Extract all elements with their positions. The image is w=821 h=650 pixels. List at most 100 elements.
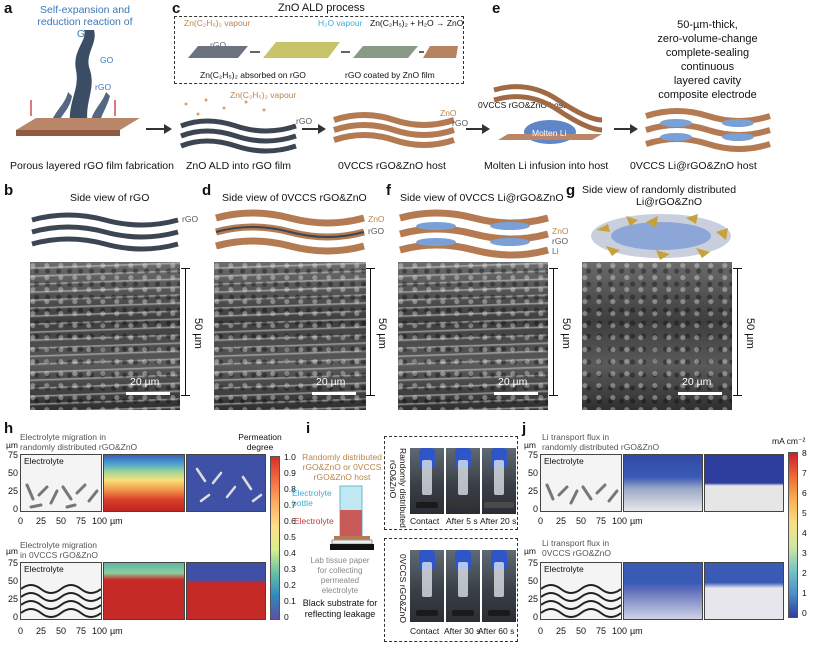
xtick: 50 xyxy=(56,626,67,636)
panel-d-title: Side view of 0VCCS rGO&ZnO xyxy=(222,192,367,204)
label-hotplate: Hotplate xyxy=(88,140,120,150)
h-bottom-title1: Electrolyte migration xyxy=(20,540,98,550)
tissue-label: Lab tissue paper for collecting permeate… xyxy=(300,556,380,596)
label-line: bottle xyxy=(292,498,313,508)
scale-text: 20 µm xyxy=(682,376,712,388)
desc-line: layered cavity xyxy=(673,75,742,87)
rgo-stack-illustration xyxy=(180,98,297,154)
cbar-tick: 6 xyxy=(802,488,807,498)
xtick: 100 xyxy=(612,516,628,526)
label-rgo-f: rGO xyxy=(552,236,569,246)
molten-li-illustration xyxy=(493,84,603,144)
cbar-tick: 0.6 xyxy=(284,516,296,526)
ytick: 50 xyxy=(527,468,538,478)
panel-label-i: i xyxy=(306,420,311,437)
sim-j-top-3 xyxy=(704,454,784,512)
desc-line: 50-µm-thick, xyxy=(677,19,738,31)
sim-j-top-2 xyxy=(623,454,703,512)
cbar-tick: 0.8 xyxy=(284,484,296,494)
label-zno-f: ZnO xyxy=(552,226,569,236)
j-bottom-title1: Li transport flux in xyxy=(542,538,610,548)
ytick: 75 xyxy=(527,558,538,568)
thickness-text: 50 µm xyxy=(192,318,204,349)
desc-line: zero-volume-change xyxy=(657,33,758,45)
panel-b-title: Side view of rGO xyxy=(70,192,150,204)
scale-text: 20 µm xyxy=(498,376,528,388)
h-unit-y: µm xyxy=(6,440,18,450)
sim-h-top-2 xyxy=(103,454,185,512)
xtick: 50 xyxy=(56,516,67,526)
cap-after20s: After 20 s xyxy=(480,516,517,526)
label-molten-li: Molten Li xyxy=(532,128,567,138)
cap-contact-1: Contact xyxy=(410,516,440,526)
xtick: 0 xyxy=(18,516,24,526)
panel-c-title: ZnO ALD process xyxy=(278,2,365,14)
row1-label2: rGO&ZnO xyxy=(388,460,398,499)
thickness-bar xyxy=(181,268,190,396)
panel-label-a: a xyxy=(4,0,13,17)
electrode-description: 50-µm-thick, zero-volume-change complete… xyxy=(620,18,795,102)
photo-contact-2 xyxy=(410,550,444,622)
ytick: 50 xyxy=(7,576,18,586)
caption-e: Molten Li infusion into host xyxy=(484,160,609,172)
j-unit-y2: µm xyxy=(524,546,536,556)
cbar-j-title: mA cm⁻² xyxy=(772,436,806,446)
h-unit-y2: µm xyxy=(6,546,18,556)
photo-after60s xyxy=(482,550,516,622)
label-zno-c: ZnO xyxy=(440,108,457,118)
label-line: Black substrate for xyxy=(302,598,378,608)
label-line: Lab tissue paper xyxy=(310,556,370,565)
ytick: 50 xyxy=(7,468,18,478)
label-host-e: 0VCCS rGO&ZnO host xyxy=(478,100,566,110)
scale-text: 20 µm xyxy=(130,376,160,388)
label-rgo-small: rGO xyxy=(210,40,227,50)
thickness-bar xyxy=(733,268,742,396)
sim-h-top-3 xyxy=(186,454,266,512)
sim-h-top-1: Electrolyte xyxy=(20,454,102,512)
cbar-h-title1: Permeation xyxy=(238,432,282,442)
thickness-text: 50 µm xyxy=(376,318,388,349)
xtick: 25 xyxy=(556,516,567,526)
label-rgo-d: rGO xyxy=(368,226,385,236)
panel-label-h: h xyxy=(4,420,14,437)
j-unit-x: µm xyxy=(630,516,643,526)
label-coated: rGO coated by ZnO film xyxy=(345,70,435,80)
xtick: 25 xyxy=(36,626,47,636)
j-unit-x2: µm xyxy=(630,626,643,636)
ald-steps-illustration xyxy=(188,42,458,58)
sem-image-d: 20 µm xyxy=(214,262,366,410)
cbar-tick: 8 xyxy=(802,448,807,458)
panel-label-g: g xyxy=(566,182,576,199)
cbar-tick: 0 xyxy=(802,608,807,618)
j-top-title2: randomly distributed rGO&ZnO xyxy=(542,442,660,452)
xtick: 100 xyxy=(612,626,628,636)
cbar-tick: 3 xyxy=(802,548,807,558)
random-host-label: Randomly distributed rGO&ZnO or 0VCCS rG… xyxy=(292,452,392,482)
cbar-tick: 5 xyxy=(802,508,807,518)
label-rgo-a: rGO xyxy=(95,82,112,92)
label-reaction: Zn(C₂H₅)₂ + H₂O → ZnO xyxy=(370,18,464,28)
ytick: 75 xyxy=(7,558,18,568)
sem-image-g: 20 µm xyxy=(582,262,732,410)
cbar-tick: 0.3 xyxy=(284,564,296,574)
caption-a: Porous layered rGO film fabrication xyxy=(10,160,174,172)
photo-row-0vccs xyxy=(384,538,518,642)
ytick: 50 xyxy=(527,576,538,586)
j-top-title1: Li transport flux in xyxy=(542,432,610,442)
xtick: 25 xyxy=(36,516,47,526)
ald-process-box xyxy=(174,16,464,84)
label-rgo-c: rGO xyxy=(452,118,469,128)
panel-label-b: b xyxy=(4,182,14,199)
electrolyte-label: Electrolyte xyxy=(544,564,584,574)
label-absorbed: Zn(C₂H₅)₂ absorbed on rGO xyxy=(200,70,306,80)
caption-c2: 0VCCS rGO&ZnO host xyxy=(338,160,446,172)
cbar-h-ticks: 1.0 0.9 0.8 0.7 0.6 0.5 0.4 0.3 0.2 0.1 … xyxy=(284,452,304,622)
label-h2o: H₂O vapour xyxy=(318,18,363,28)
cbar-tick: 0.9 xyxy=(284,468,296,478)
label-rgo-b: rGO xyxy=(182,214,199,224)
xtick: 50 xyxy=(576,626,587,636)
ytick: 25 xyxy=(527,594,538,604)
cap-after5s: After 5 s xyxy=(446,516,478,526)
xtick: 0 xyxy=(538,626,544,636)
j-unit-y: µm xyxy=(524,440,536,450)
